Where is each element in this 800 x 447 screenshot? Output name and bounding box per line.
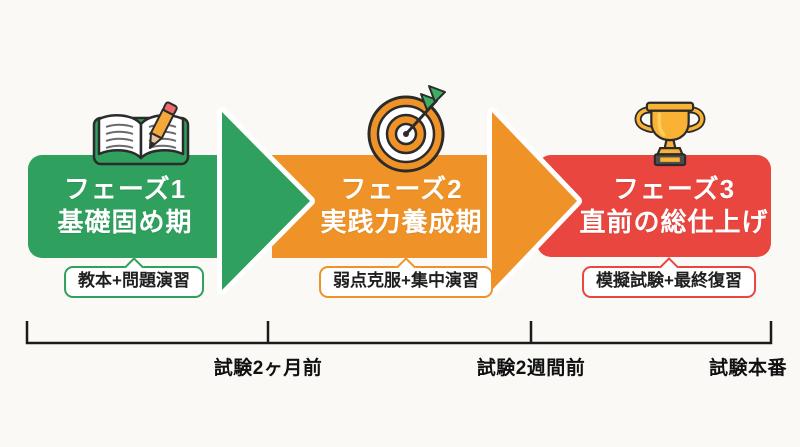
phase-3-method-label: 模擬試験+最終復習 — [596, 271, 742, 290]
dartboard-arrow-icon — [367, 85, 446, 173]
timeline-label-exam-day: 試験本番 — [708, 358, 788, 379]
trophy-icon — [634, 101, 706, 167]
phase-2-method-label: 弱点克服+集中演習 — [333, 271, 479, 290]
phase-3-title-line2: 直前の総仕上げ — [579, 207, 769, 237]
phase-1-title-line1: フェーズ1 — [63, 174, 187, 204]
phase-3-method-bubble: 模擬試験+最終復習 — [582, 257, 756, 298]
phase-1-arrow-head — [217, 107, 315, 295]
timeline-label-2-months-before: 試験2ヶ月前 — [213, 358, 323, 379]
open-book-pencil-icon — [92, 101, 190, 166]
pencil — [149, 101, 178, 149]
phase-3-title: フェーズ3 直前の総仕上げ — [577, 173, 771, 239]
phase-1-method-bubble: 教本+問題演習 — [64, 257, 204, 298]
timeline-label-2-weeks-before: 試験2週間前 — [476, 358, 586, 379]
trophy — [634, 101, 706, 167]
phase-1-method-label: 教本+問題演習 — [78, 271, 190, 290]
phase-1-title: フェーズ1 基礎固め期 — [28, 173, 222, 239]
open-book — [92, 114, 190, 166]
phase-2-arrow-head — [487, 107, 582, 295]
phase-2-title-line2: 実践力養成期 — [320, 207, 483, 237]
phase-2-title: フェーズ2 実践力養成期 — [310, 173, 493, 239]
phase-3-title-line1: フェーズ3 — [612, 174, 736, 204]
phase-2-method-bubble: 弱点克服+集中演習 — [319, 257, 493, 298]
timeline-axis — [25, 321, 773, 345]
phase-3-block — [537, 155, 771, 257]
phase-2-title-line1: フェーズ2 — [340, 174, 463, 204]
dart-arrow — [404, 85, 446, 136]
phase-1-title-line2: 基礎固め期 — [57, 207, 193, 237]
phase-1-arrow-body — [28, 155, 230, 258]
